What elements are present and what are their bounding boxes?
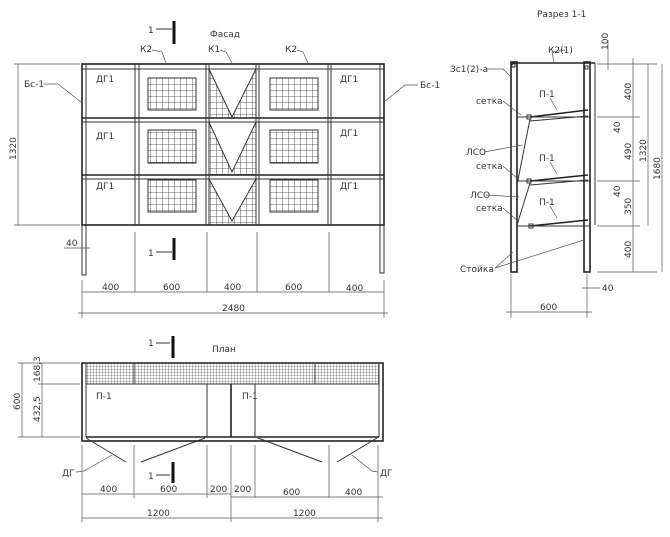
svg-text:1: 1 bbox=[148, 472, 154, 482]
svg-text:40: 40 bbox=[613, 185, 623, 197]
svg-text:1200: 1200 bbox=[147, 509, 170, 519]
section-mark-top: 1 bbox=[148, 21, 176, 44]
svg-text:168,3: 168,3 bbox=[33, 356, 43, 382]
dg-label-left: ДГ bbox=[62, 469, 75, 479]
section-dimensions: 100 400 40 490 1320 1680 40 350 400 40 6… bbox=[506, 33, 663, 318]
section-title: Разрез 1-1 bbox=[537, 10, 586, 20]
svg-text:350: 350 bbox=[624, 198, 634, 215]
svg-text:400: 400 bbox=[346, 284, 363, 294]
svg-text:600: 600 bbox=[160, 485, 177, 495]
svg-text:600: 600 bbox=[163, 283, 180, 293]
setka-label: сетка bbox=[476, 204, 503, 214]
mesh-panels bbox=[147, 68, 319, 225]
stoyka-label: Стойка bbox=[460, 265, 494, 275]
svg-text:1320: 1320 bbox=[639, 139, 649, 162]
bs-left-label: Бс-1 bbox=[24, 80, 44, 90]
svg-text:40: 40 bbox=[66, 239, 78, 249]
plan-section-mark-top: 1 bbox=[148, 336, 175, 358]
lso-label: ЛСО bbox=[466, 148, 486, 158]
svg-text:600: 600 bbox=[283, 488, 300, 498]
svg-text:ДГ1: ДГ1 bbox=[340, 75, 358, 85]
p1-label-left: П-1 bbox=[96, 392, 112, 402]
setka-label: сетка bbox=[476, 97, 503, 107]
k1-label: К1 bbox=[208, 45, 220, 55]
svg-text:200: 200 bbox=[234, 485, 251, 495]
svg-text:1320: 1320 bbox=[9, 137, 19, 160]
svg-text:600: 600 bbox=[540, 303, 557, 313]
section-mark-bottom: 1 bbox=[148, 238, 176, 260]
svg-text:40: 40 bbox=[613, 121, 623, 133]
section-mark-label: 1 bbox=[148, 26, 154, 36]
plan-dimensions: 600 168,3 432,5 400 600 200 200 600 400 120… bbox=[13, 356, 383, 522]
svg-text:100: 100 bbox=[601, 33, 611, 50]
svg-text:400: 400 bbox=[102, 283, 119, 293]
plan-view: План 1 1 П-1 П-1 ДГ ДГ 600 168,3 432,5 bbox=[13, 336, 393, 522]
svg-text:400: 400 bbox=[100, 485, 117, 495]
svg-text:400: 400 bbox=[624, 83, 634, 100]
svg-text:ДГ1: ДГ1 bbox=[96, 182, 114, 192]
svg-text:1: 1 bbox=[148, 339, 154, 349]
svg-text:ДГ1: ДГ1 bbox=[96, 75, 114, 85]
shelves bbox=[516, 109, 590, 229]
p1-label-right: П-1 bbox=[242, 392, 258, 402]
setka-label: сетка bbox=[476, 162, 503, 172]
svg-text:200: 200 bbox=[210, 485, 227, 495]
k2-left-label: К2 bbox=[140, 45, 152, 55]
svg-text:П-1: П-1 bbox=[539, 154, 555, 164]
section-view: Разрез 1-1 К2(1) Зс1(2)-а сетка ЛСО сетк… bbox=[450, 10, 663, 318]
svg-text:600: 600 bbox=[13, 393, 23, 410]
dg-label-right: ДГ bbox=[380, 469, 393, 479]
zs-label: Зс1(2)-а bbox=[450, 65, 488, 75]
svg-text:400: 400 bbox=[224, 283, 241, 293]
svg-text:ДГ1: ДГ1 bbox=[340, 182, 358, 192]
plan-section-mark-bottom: 1 bbox=[148, 462, 175, 483]
svg-text:ДГ1: ДГ1 bbox=[96, 132, 114, 142]
svg-text:1680: 1680 bbox=[653, 157, 663, 180]
facade-view: Фасад 1 1 К2 К1 К2 Бс-1 Бс-1 bbox=[9, 21, 440, 318]
svg-text:ДГ1: ДГ1 bbox=[340, 129, 358, 139]
svg-text:490: 490 bbox=[624, 143, 634, 160]
lso-label: ЛСО bbox=[470, 191, 490, 201]
k2-right-label: К2 bbox=[285, 45, 297, 55]
plan-title: План bbox=[212, 345, 236, 355]
facade-title: Фасад bbox=[210, 30, 240, 40]
svg-text:П-1: П-1 bbox=[539, 198, 555, 208]
svg-text:600: 600 bbox=[285, 283, 302, 293]
facade-dimensions: 1320 40 400 600 400 600 400 2480 bbox=[9, 63, 388, 318]
svg-text:400: 400 bbox=[345, 488, 362, 498]
svg-text:40: 40 bbox=[602, 284, 614, 294]
section-mark-label: 1 bbox=[148, 249, 154, 259]
svg-text:П-1: П-1 bbox=[539, 90, 555, 100]
bs-right-label: Бс-1 bbox=[420, 81, 440, 91]
svg-text:432,5: 432,5 bbox=[33, 396, 43, 422]
svg-text:1200: 1200 bbox=[293, 509, 316, 519]
svg-text:400: 400 bbox=[624, 241, 634, 258]
svg-text:2480: 2480 bbox=[222, 304, 245, 314]
